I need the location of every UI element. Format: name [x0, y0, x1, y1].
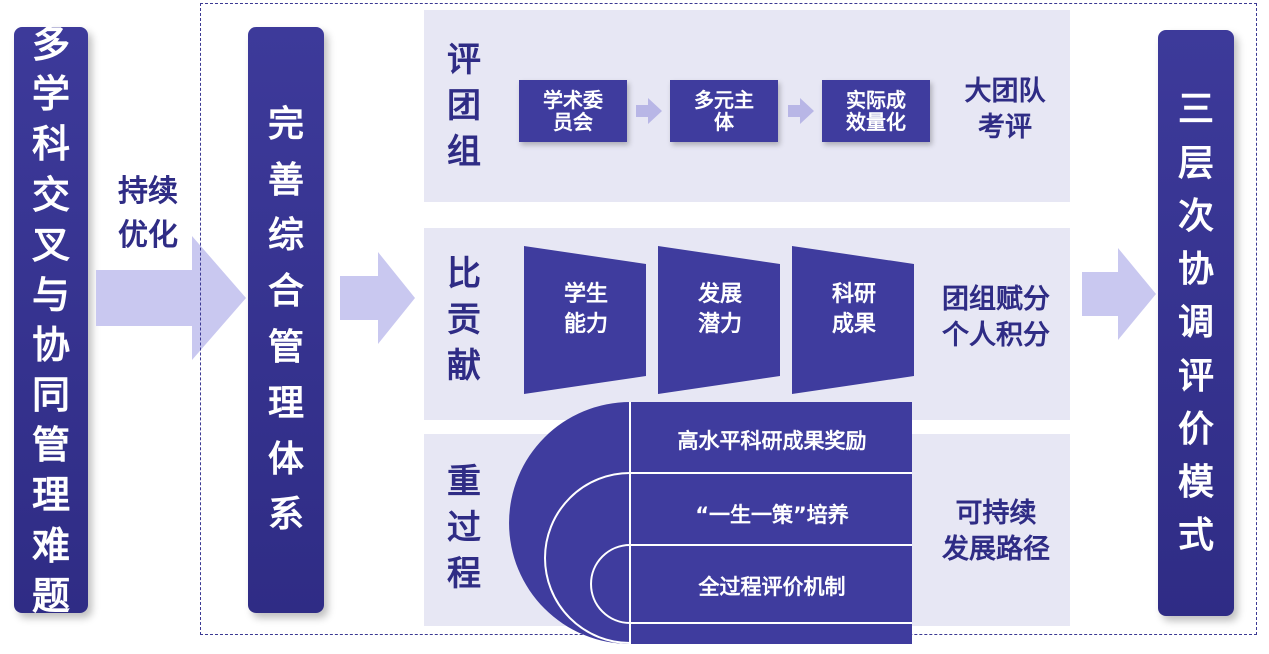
system-to-rows-arrow	[340, 252, 415, 344]
optimize-label-line2: 优化	[118, 218, 178, 253]
step-arrow-2	[788, 98, 814, 124]
stage-development-potential-label: 发展 潜力	[697, 282, 742, 337]
step-quantified-results: 实际成效量化	[822, 80, 930, 142]
row-process-result: 可持续 发展路径	[942, 498, 1050, 565]
stage-student-ability-label: 学生 能力	[563, 282, 608, 337]
stage-research-outcome	[792, 246, 914, 394]
step-arrow-1	[636, 98, 662, 124]
row-team-evaluation-result: 大团队 考评	[964, 76, 1046, 143]
row-team-evaluation-label: 评团组	[447, 40, 481, 172]
model-bar-text: 三层次协调评价模式	[1178, 89, 1215, 557]
stage-student-ability	[524, 246, 646, 394]
contribution-funnel	[524, 246, 914, 394]
step-multiple-subjects: 多元主体	[670, 80, 778, 142]
stage-development-potential	[658, 246, 780, 394]
problem-bar-text: 多学科交叉与协同管理难题	[32, 22, 71, 618]
system-bar: 完善综合管理体系	[248, 27, 324, 613]
row-contribution-label: 比贡献	[447, 254, 481, 386]
row-contribution-result: 团组赋分 个人积分	[942, 284, 1050, 351]
row-process-label: 重过程	[447, 462, 481, 594]
rows-to-model-arrow	[1082, 248, 1156, 340]
step-academic-committee: 学术委员会	[519, 80, 627, 142]
track-whole-process-evaluation: 全过程评价机制	[698, 575, 846, 599]
model-bar: 三层次协调评价模式	[1158, 30, 1234, 616]
track-curve-2	[590, 544, 631, 624]
stage-research-outcome-label: 科研 成果	[831, 282, 876, 337]
process-track	[509, 402, 912, 644]
track-shape	[509, 402, 912, 644]
track-research-reward: 高水平科研成果奖励	[677, 429, 867, 453]
optimize-arrow	[96, 236, 246, 360]
system-bar-text: 完善综合管理体系	[268, 103, 305, 536]
optimize-label-line1: 持续	[118, 174, 178, 209]
track-one-student-one-plan: “一生一策”培养	[695, 503, 849, 527]
problem-bar: 多学科交叉与协同管理难题	[14, 22, 88, 618]
optimize-label: 持续 优化	[100, 170, 196, 258]
track-curve-1	[544, 472, 631, 644]
